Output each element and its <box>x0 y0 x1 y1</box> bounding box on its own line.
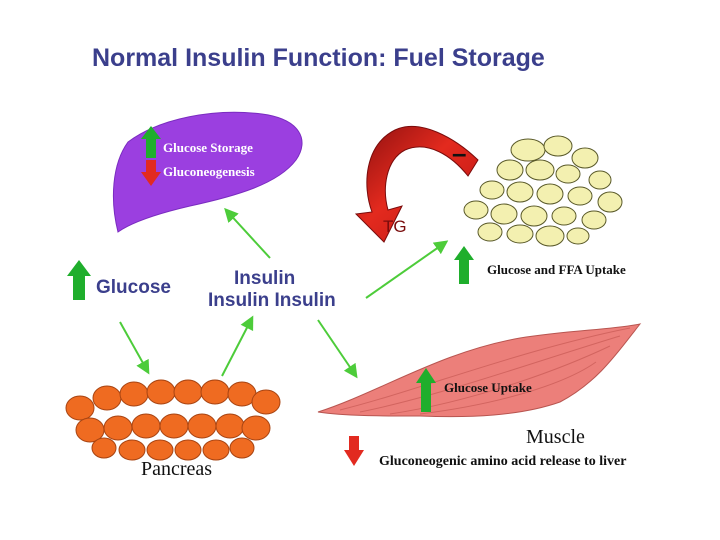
glucose-ffa-uptake-label: Glucose and FFA Uptake <box>487 262 626 277</box>
glucose-label: Glucose <box>96 277 171 298</box>
adipose-uptake-up-arrow <box>454 246 474 284</box>
page-title: Normal Insulin Function: Fuel Storage <box>92 44 545 72</box>
insulin-label-2: Insulin Insulin <box>208 290 336 311</box>
connector-insulin-to-adipose <box>365 240 449 299</box>
amino-acid-release-down-arrow <box>344 436 364 466</box>
glucose-storage-label: Glucose Storage <box>163 140 253 155</box>
muscle-uptake-up-arrow <box>416 368 436 412</box>
liver-shape <box>112 111 303 233</box>
glucose-uptake-label: Glucose Uptake <box>444 380 532 395</box>
connector-insulin-to-liver <box>224 207 271 259</box>
amino-acid-release-label: Gluconeogenic amino acid release to live… <box>379 454 627 469</box>
glucose-up-arrow <box>67 260 91 300</box>
connector-glucose-to-pancreas <box>119 321 150 375</box>
gluconeogenesis-down-arrow <box>141 160 161 186</box>
glucose-storage-up-arrow <box>141 126 161 158</box>
adipose-tissue <box>463 135 623 247</box>
tg-curved-arrow <box>354 125 479 243</box>
insulin-label-1: Insulin <box>234 268 296 289</box>
pancreas-label: Pancreas <box>141 458 213 480</box>
muscle-label: Muscle <box>526 426 585 448</box>
connector-insulin-to-muscle <box>317 319 358 379</box>
tg-label: TG <box>383 217 407 236</box>
minus-sign: – <box>452 138 467 168</box>
gluconeogenesis-label: Gluconeogenesis <box>163 164 255 179</box>
pancreas-cells <box>65 379 281 461</box>
connector-pancreas-to-insulin <box>221 315 254 377</box>
muscle-fibers <box>339 327 631 415</box>
